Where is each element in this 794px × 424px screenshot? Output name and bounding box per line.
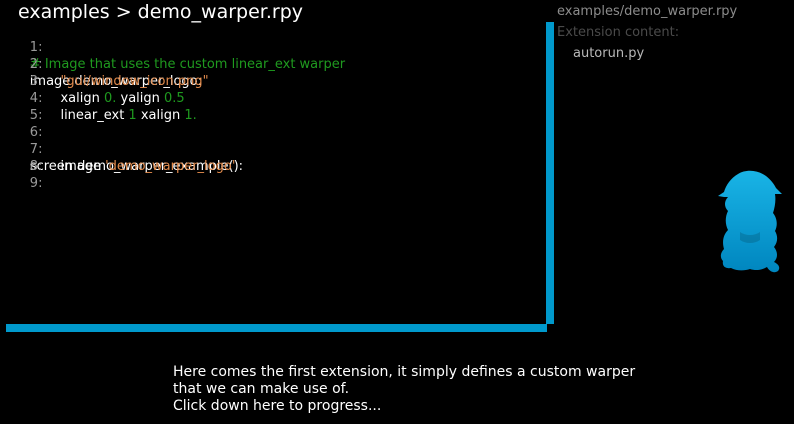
editor-frame-bottom-border [6,324,547,332]
sidebar-file-autorun[interactable]: autorun.py [573,46,645,61]
line-number: 1: [29,40,43,55]
code-line: 9: [5,158,545,191]
editor-frame-right-border [546,22,554,324]
code-line: 2: image demo_warper_logo: [5,39,545,89]
dialogue-line: Here comes the first extension, it simpl… [173,364,636,380]
line-number: 4: [29,91,43,106]
code-number: 1. [184,108,197,123]
renpy-eileen-silhouette-icon [718,170,782,273]
line-number: 3: [29,74,43,89]
code-line: 5: linear_ext 1 xalign 1. [5,90,545,123]
dialogue-box[interactable]: Here comes the first extension, it simpl… [173,364,693,415]
code-line: 8: image 'demo_warper_logo' [5,141,545,174]
code-statement: screen demo_warper_example(): [29,159,244,174]
line-number: 9: [29,176,43,191]
code-statement: image demo_warper_logo: [29,74,202,89]
code-keyword: yalign [116,91,165,106]
code-comment: # Image that uses the custom linear_ext … [29,57,346,72]
page-title: examples > demo_warper.rpy [18,1,304,23]
code-string: "gui/window_icon.png" [60,74,209,89]
code-number: 0.5 [164,91,185,106]
line-number: 5: [29,108,43,123]
code-number: 1 [128,108,137,123]
code-line: 3: "gui/window_icon.png" [5,56,545,89]
code-keyword: xalign [136,108,185,123]
code-number: 0. [103,91,117,106]
line-number: 7: [29,142,43,157]
code-line: 4: xalign 0. yalign 0.5 [5,73,545,106]
code-viewer: 1: # Image that uses the custom linear_e… [5,22,545,322]
sidebar-file-path: examples/demo_warper.rpy [557,4,738,19]
code-keyword: linear_ext [60,108,129,123]
code-line: 1: # Image that uses the custom linear_e… [5,22,545,72]
sidebar-heading: Extension content: [557,25,680,40]
line-number: 6: [29,125,43,140]
code-string: 'demo_warper_logo' [105,159,236,174]
code-keyword: xalign [60,91,104,106]
code-line: 6: [5,107,545,140]
code-line: 7: screen demo_warper_example(): [5,124,545,174]
dialogue-line: Click down here to progress... [173,398,382,414]
code-keyword: image [60,159,106,174]
line-number: 2: [29,57,43,72]
line-number: 8: [29,159,43,174]
dialogue-line: that we can make use of. [173,381,350,397]
